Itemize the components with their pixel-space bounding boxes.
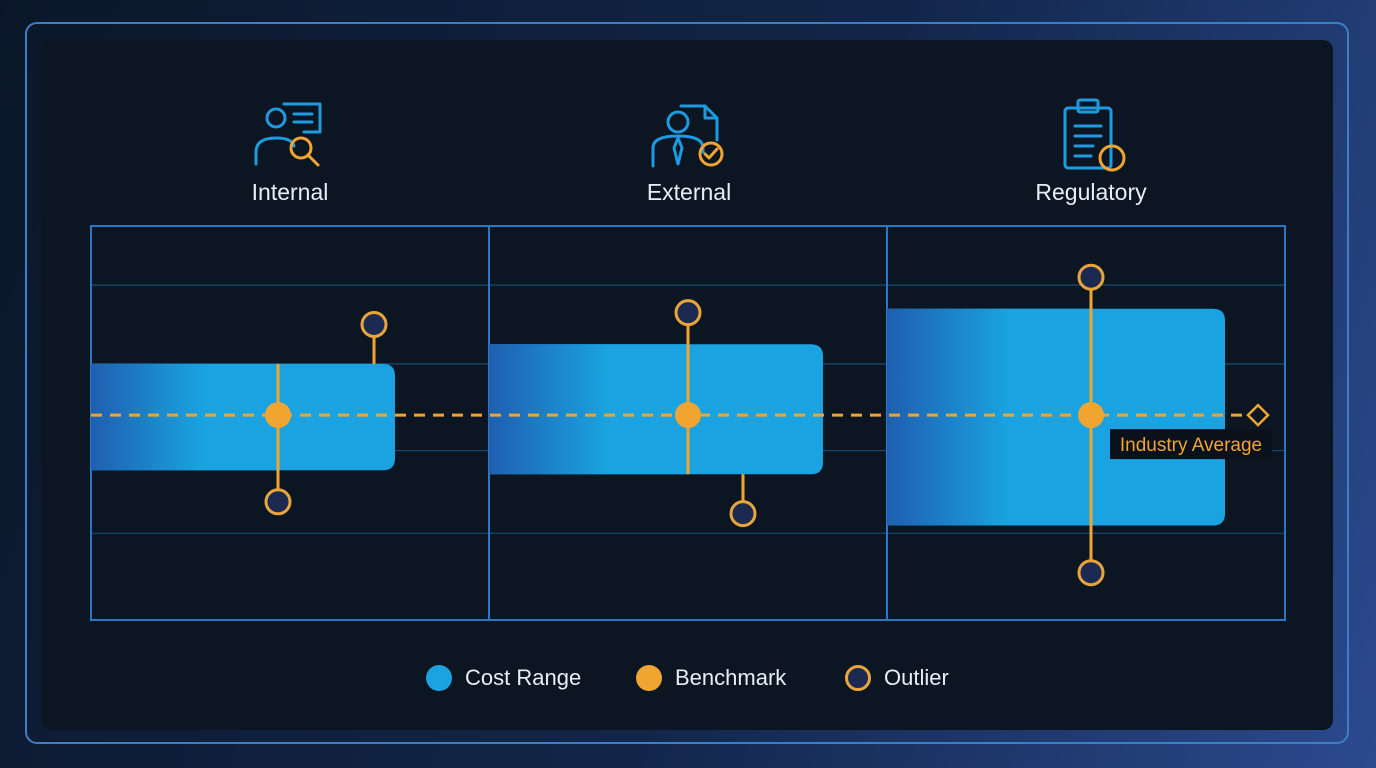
cost-range-swatch [426,665,452,691]
magnifier-glass [289,136,313,160]
category-label-regulatory: Regulatory [1035,179,1147,205]
benchmark-point [265,402,291,429]
check-circle [698,141,724,167]
person-body [254,136,296,166]
outlier-point [264,488,292,516]
person-body [651,134,705,168]
legend-label-cost-range: Cost Range [465,665,582,690]
category-label-internal: Internal [252,179,329,205]
outlier-point [1077,263,1105,291]
doc-outline [679,104,719,142]
legend-item-benchmark: Benchmark [636,658,786,698]
benchmark-swatch [636,665,662,691]
industry-average-marker [1246,403,1270,427]
cost-range-shade [887,308,1091,526]
user-search-icon [254,102,322,167]
benchmark-point [1078,402,1104,429]
outer-frame [25,22,1349,744]
industry-average-label-bg [1110,429,1272,460]
clipboard-board [1063,106,1113,170]
box-layer [91,308,1225,526]
cost-range-shade [489,344,688,475]
person-head [265,107,287,129]
legend: Cost Range Benchmark Outlier [0,658,1376,698]
cost-range-shade [91,363,278,471]
benchmark-point [675,402,701,429]
user-document-check-icon [651,104,724,168]
outlier-point [729,500,757,528]
person-tie [672,136,684,166]
outlier-point [360,311,388,338]
legend-label-benchmark: Benchmark [675,665,787,690]
check-mark [703,147,719,160]
badge-circle [1098,144,1126,172]
industry-average-label: Industry Average [1120,435,1262,456]
legend-item-cost-range: Cost Range [426,658,581,698]
icon-layer: Internal External Regulatory [252,98,1147,205]
clipboard-clip [1076,98,1100,114]
outlier-point [1077,559,1105,587]
doc-fold [703,104,719,120]
magnifier-handle [306,153,320,167]
doc-outline [282,102,322,134]
outlier-point [674,299,702,327]
legend-label-outlier: Outlier [884,665,949,690]
clipboard-icon [1063,98,1126,172]
category-label-external: External [647,179,731,205]
legend-item-outlier: Outlier [845,658,949,698]
outlier-swatch [845,665,871,691]
mark-layer [264,263,1105,587]
person-head [666,110,690,134]
